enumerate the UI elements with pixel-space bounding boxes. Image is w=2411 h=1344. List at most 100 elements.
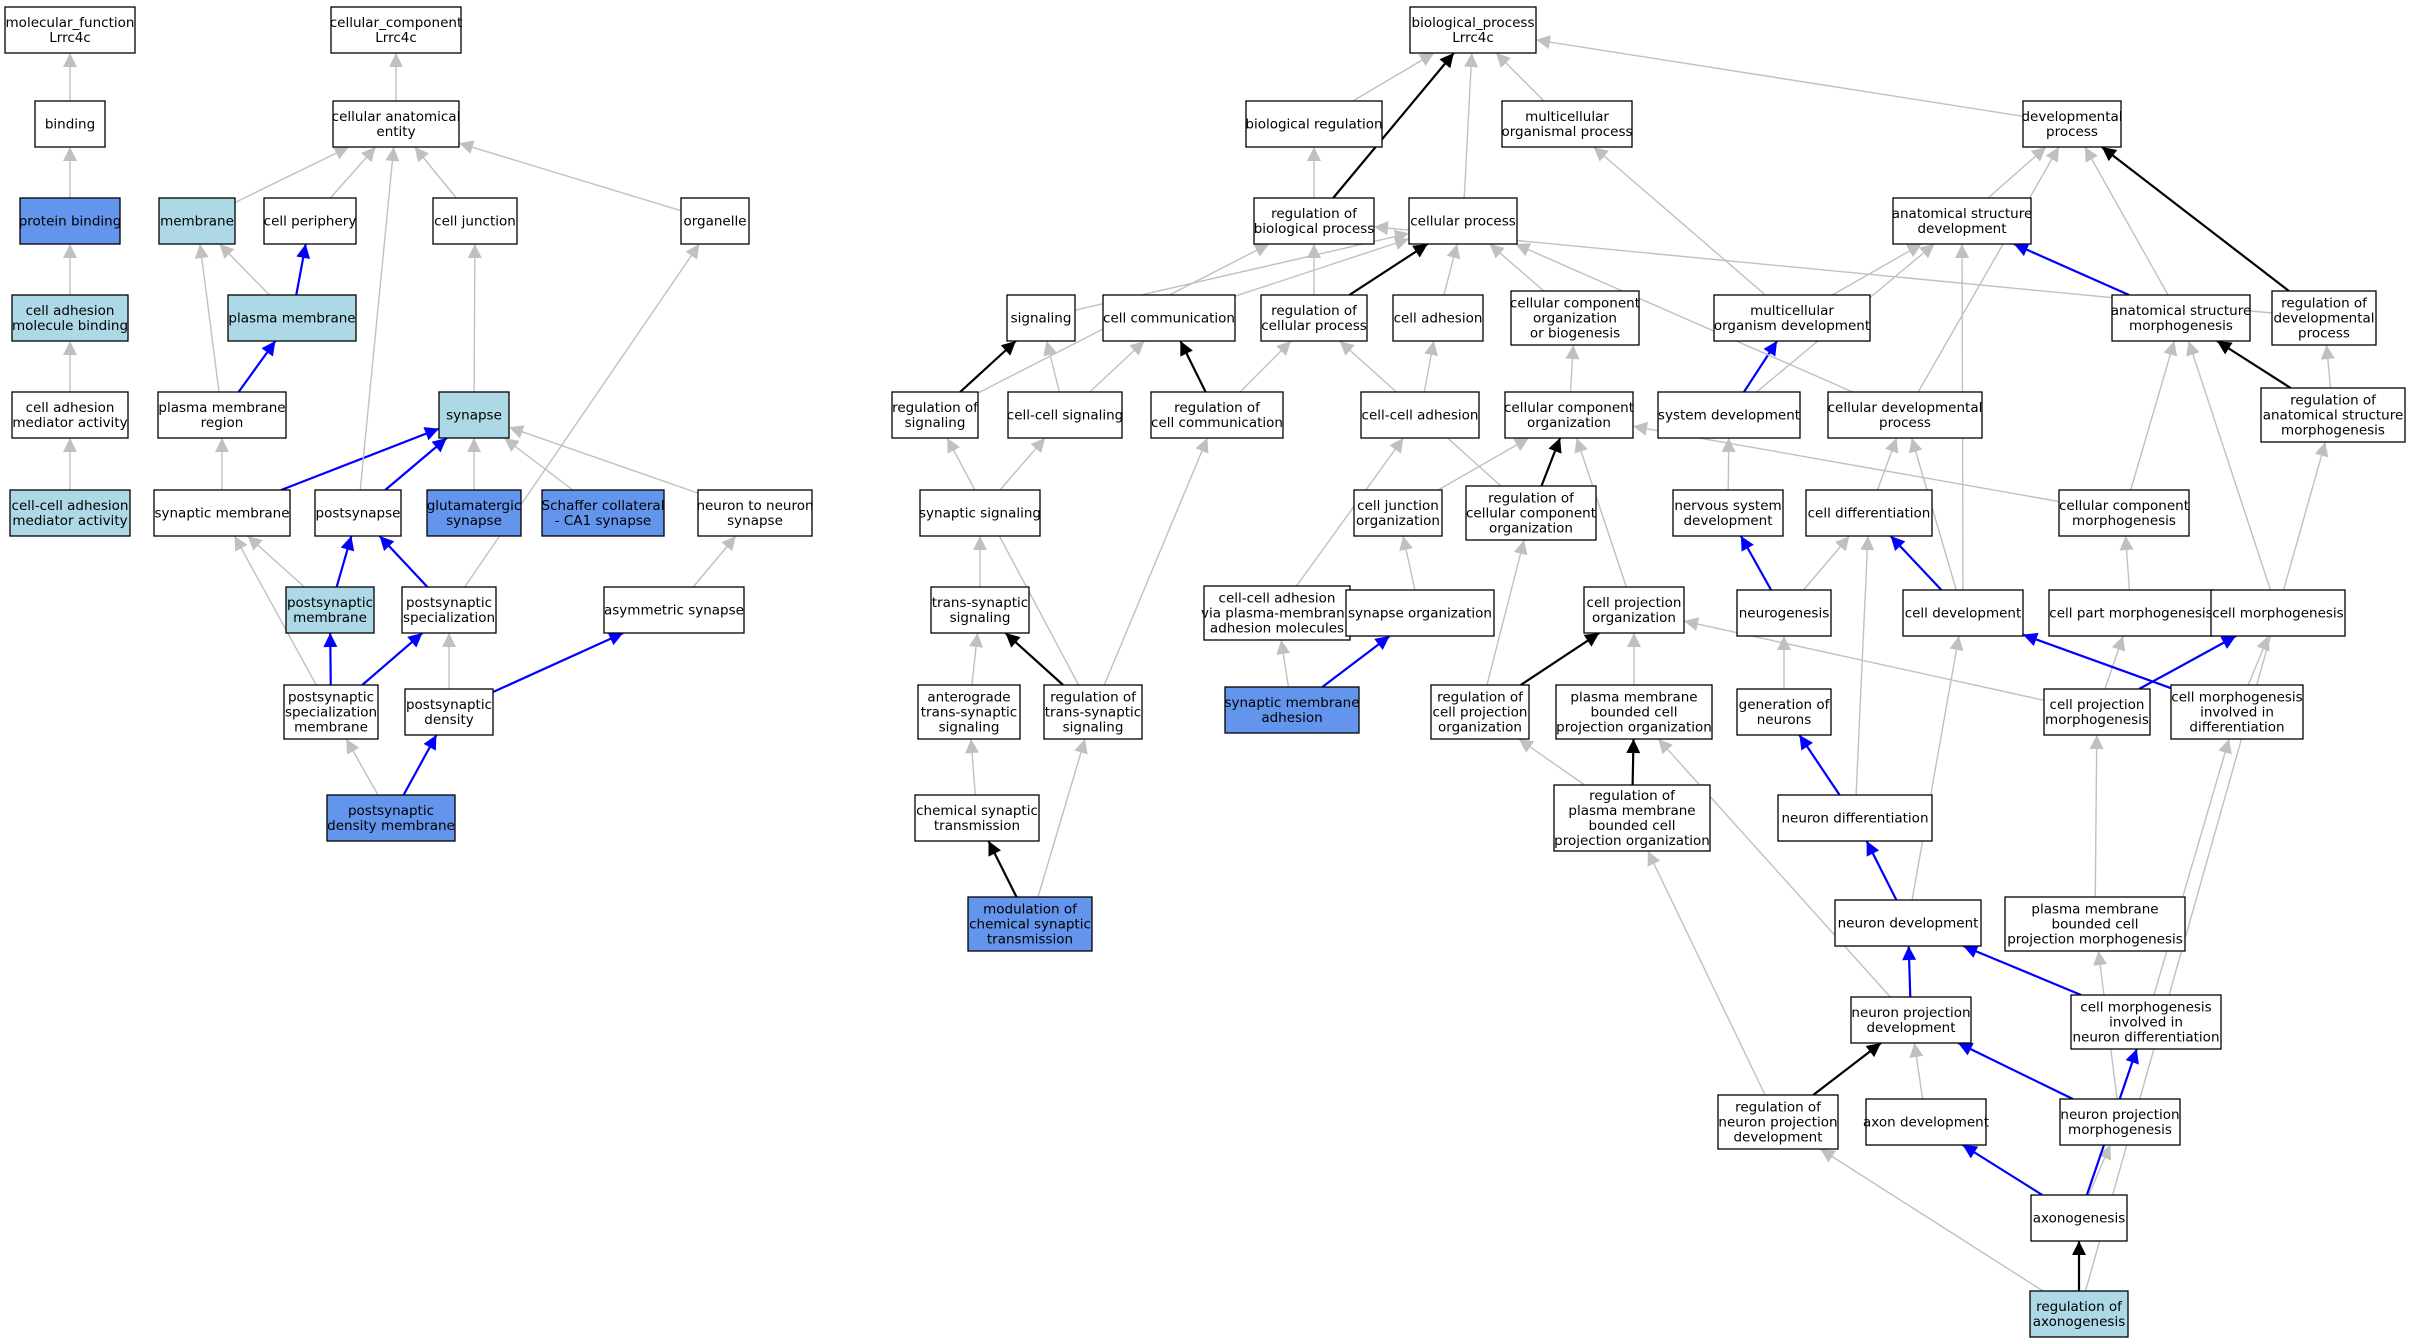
node-box[interactable] bbox=[285, 586, 375, 634]
node-cc-signaling[interactable]: cell-cell signaling bbox=[1007, 391, 1123, 439]
node-cell-adhesion[interactable]: cell adhesion bbox=[1392, 294, 1484, 342]
node-box[interactable] bbox=[1902, 589, 2024, 637]
node-box[interactable] bbox=[917, 684, 1021, 740]
node-box[interactable] bbox=[1736, 589, 1832, 637]
node-box[interactable] bbox=[1827, 391, 1983, 439]
node-box[interactable] bbox=[1850, 996, 1972, 1044]
node-box[interactable] bbox=[891, 391, 979, 439]
node-box[interactable] bbox=[1360, 391, 1480, 439]
node-box[interactable] bbox=[11, 294, 129, 342]
node-box[interactable] bbox=[1408, 197, 1518, 245]
node-box[interactable] bbox=[2030, 1194, 2128, 1242]
node-axonogenesis[interactable]: axonogenesis bbox=[2030, 1194, 2128, 1242]
node-cell-morph[interactable]: cell morphogenesis bbox=[2210, 589, 2346, 637]
node-box[interactable] bbox=[2170, 684, 2304, 740]
node-bio-reg[interactable]: biological regulation bbox=[1245, 100, 1383, 148]
node-box[interactable] bbox=[697, 489, 813, 537]
node-box[interactable] bbox=[426, 489, 522, 537]
node-box[interactable] bbox=[1510, 290, 1640, 346]
node-box[interactable] bbox=[1672, 489, 1784, 537]
node-box[interactable] bbox=[1777, 794, 1933, 842]
node-plasma-membrane[interactable]: plasma membrane bbox=[227, 294, 357, 342]
node-box[interactable] bbox=[1583, 586, 1685, 634]
node-box[interactable] bbox=[330, 6, 462, 54]
node-box[interactable] bbox=[432, 197, 518, 245]
node-cell-periphery[interactable]: cell periphery bbox=[263, 197, 357, 245]
node-box[interactable] bbox=[19, 197, 121, 245]
node-synapse[interactable]: synapse bbox=[438, 391, 510, 439]
node-box[interactable] bbox=[401, 586, 497, 634]
node-neurogenesis[interactable]: neurogenesis bbox=[1736, 589, 1832, 637]
node-box[interactable] bbox=[1834, 899, 1982, 947]
node-box[interactable] bbox=[1260, 294, 1368, 342]
node-box[interactable] bbox=[1553, 784, 1711, 852]
node-cp-morph[interactable]: cell part morphogenesis bbox=[2048, 589, 2214, 637]
node-box[interactable] bbox=[1555, 684, 1713, 740]
node-box[interactable] bbox=[919, 489, 1041, 537]
node-signaling[interactable]: signaling bbox=[1006, 294, 1076, 342]
node-box[interactable] bbox=[153, 489, 291, 537]
node-box[interactable] bbox=[967, 896, 1093, 952]
node-box[interactable] bbox=[404, 688, 494, 736]
node-box[interactable] bbox=[1224, 686, 1360, 734]
node-box[interactable] bbox=[1203, 585, 1351, 641]
node-syn-signaling[interactable]: synaptic signaling bbox=[919, 489, 1041, 537]
node-box[interactable] bbox=[1805, 489, 1933, 537]
node-box[interactable] bbox=[603, 586, 745, 634]
node-neuron-diff[interactable]: neuron differentiation bbox=[1777, 794, 1933, 842]
node-box[interactable] bbox=[11, 391, 129, 439]
node-box[interactable] bbox=[326, 794, 456, 842]
node-box[interactable] bbox=[1043, 684, 1143, 740]
node-box[interactable] bbox=[2059, 1098, 2181, 1146]
node-cell-dev[interactable]: cell development bbox=[1902, 589, 2024, 637]
node-box[interactable] bbox=[2260, 387, 2406, 443]
node-cell-junction[interactable]: cell junction bbox=[432, 197, 518, 245]
node-cellular-process[interactable]: cellular process bbox=[1408, 197, 1518, 245]
node-box[interactable] bbox=[2004, 896, 2186, 952]
node-postsynapse[interactable]: postsynapse bbox=[314, 489, 402, 537]
node-cell-diff[interactable]: cell differentiation bbox=[1805, 489, 1933, 537]
node-box[interactable] bbox=[1245, 100, 1383, 148]
node-box[interactable] bbox=[1865, 1098, 1987, 1146]
node-box[interactable] bbox=[1150, 391, 1284, 439]
node-box[interactable] bbox=[227, 294, 357, 342]
node-box[interactable] bbox=[1006, 294, 1076, 342]
node-box[interactable] bbox=[4, 6, 136, 54]
node-box[interactable] bbox=[930, 586, 1030, 634]
node-cell-comm[interactable]: cell communication bbox=[1102, 294, 1236, 342]
node-cc-adhesion[interactable]: cell-cell adhesion bbox=[1360, 391, 1480, 439]
node-box[interactable] bbox=[1657, 391, 1801, 439]
node-box[interactable] bbox=[2210, 589, 2346, 637]
node-axon-dev[interactable]: axon development bbox=[1863, 1098, 1989, 1146]
node-box[interactable] bbox=[2058, 489, 2190, 537]
node-box[interactable] bbox=[1392, 294, 1484, 342]
node-syn-membrane[interactable]: synaptic membrane bbox=[153, 489, 291, 537]
node-binding[interactable]: binding bbox=[34, 100, 106, 148]
node-sys-dev[interactable]: system development bbox=[1657, 391, 1801, 439]
